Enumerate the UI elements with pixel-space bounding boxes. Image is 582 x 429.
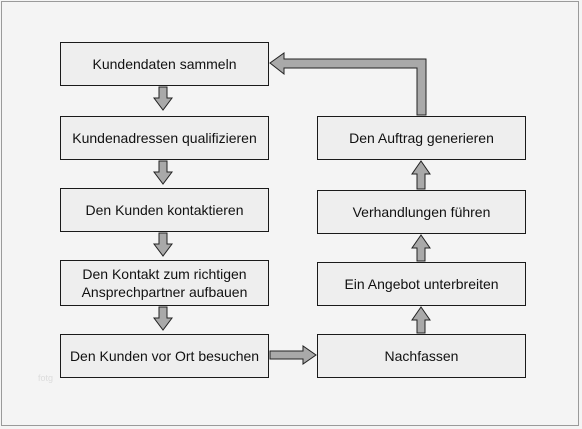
step-label: Ein Angebot unterbreiten xyxy=(344,276,499,292)
step-label: Den Kunden vor Ort besuchen xyxy=(69,348,260,364)
step-label: Den Auftrag generieren xyxy=(349,130,494,146)
arrow-down-4 xyxy=(153,306,173,331)
step-qualify-addresses: Kundenadressen qualifizieren xyxy=(60,116,269,160)
step-label: Kundendaten sammeln xyxy=(92,56,237,72)
arrow-up-7 xyxy=(411,234,431,262)
arrow-down-1 xyxy=(153,86,173,111)
step-follow-up: Nachfassen xyxy=(317,334,526,378)
step-build-contact: Den Kontakt zum richtigen Ansprechpartne… xyxy=(60,260,269,306)
step-label: Nachfassen xyxy=(384,348,459,364)
arrow-down-2 xyxy=(153,160,173,185)
step-label: Den Kunden kontaktieren xyxy=(85,202,244,218)
arrow-return-9 xyxy=(269,52,427,116)
arrow-down-3 xyxy=(153,232,173,257)
arrow-up-8 xyxy=(411,160,431,190)
arrow-right-5 xyxy=(269,345,317,365)
arrow-up-6 xyxy=(411,306,431,334)
step-label: Kundenadressen qualifizieren xyxy=(72,130,257,146)
step-label-line2: Ansprechpartner aufbauen xyxy=(81,284,248,300)
step-visit-customer: Den Kunden vor Ort besuchen xyxy=(60,334,269,378)
step-label-line1: Den Kontakt zum richtigen xyxy=(82,266,247,282)
watermark: fotg xyxy=(38,373,54,383)
step-label: Verhandlungen führen xyxy=(352,204,491,220)
step-contact-customer: Den Kunden kontaktieren xyxy=(60,188,269,232)
step-generate-order: Den Auftrag generieren xyxy=(317,116,526,160)
step-collect-customer-data: Kundendaten sammeln xyxy=(60,42,269,86)
step-negotiate: Verhandlungen führen xyxy=(317,190,526,234)
step-make-offer: Ein Angebot unterbreiten xyxy=(317,262,526,306)
